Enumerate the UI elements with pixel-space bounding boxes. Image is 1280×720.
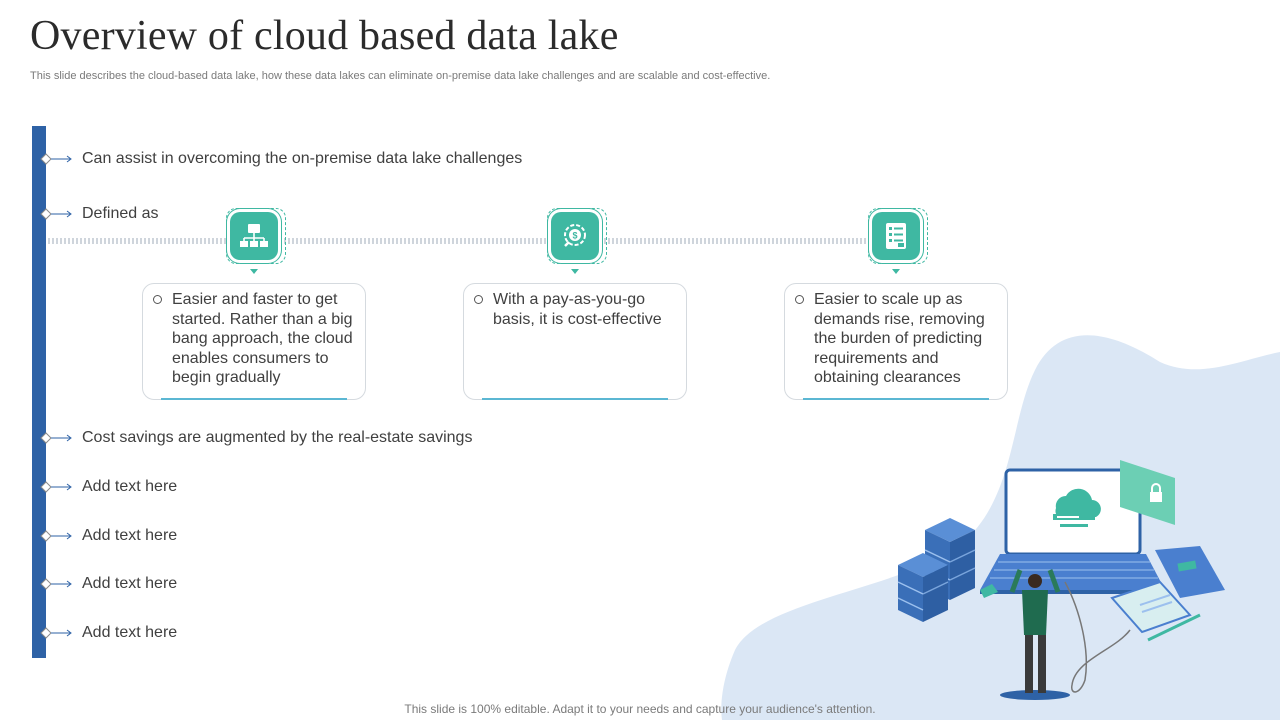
page-subtitle: This slide describes the cloud-based dat… <box>30 70 771 82</box>
diamond-arrow-icon <box>40 578 72 590</box>
lock-icon <box>1120 460 1175 525</box>
feature-card-text: Easier to scale up as demands rise, remo… <box>814 291 985 386</box>
document-icon <box>1110 580 1201 642</box>
bullet-text: Defined as <box>82 205 159 222</box>
vertical-accent-bar <box>32 126 46 658</box>
feature-card-text: With a pay-as-you-go basis, it is cost-e… <box>493 291 662 328</box>
feature-card-text: Easier and faster to get started. Rather… <box>172 291 353 386</box>
feature-card: Easier and faster to get started. Rather… <box>142 283 366 400</box>
bullet-text: Add text here <box>82 624 178 641</box>
page-title: Overview of cloud based data lake <box>30 13 619 59</box>
bullet-text: Cost savings are augmented by the real-e… <box>82 429 473 446</box>
card-underline <box>482 398 668 400</box>
chevron-down-icon <box>892 269 900 274</box>
diamond-arrow-icon <box>40 153 72 165</box>
diamond-arrow-icon <box>40 530 72 542</box>
card-underline <box>161 398 347 400</box>
network-icon <box>240 224 268 247</box>
diamond-arrow-icon <box>40 481 72 493</box>
server-stack-icon <box>897 518 976 622</box>
feature-card: With a pay-as-you-go basis, it is cost-e… <box>463 283 687 400</box>
bullet-circle-icon <box>474 295 483 304</box>
chevron-down-icon <box>571 269 579 274</box>
bullet-text: Add text here <box>82 575 178 592</box>
cloud-laptop-illustration <box>897 460 1225 700</box>
money-gear-icon: $ <box>564 224 586 247</box>
svg-text:$: $ <box>572 231 577 241</box>
bullet-circle-icon <box>795 295 804 304</box>
feature-icon-box: $ <box>547 208 607 264</box>
bullet-text: Add text here <box>82 527 178 544</box>
diamond-arrow-icon <box>40 208 72 220</box>
footer-note: This slide is 100% editable. Adapt it to… <box>404 702 876 716</box>
feature-card: Easier to scale up as demands rise, remo… <box>784 283 1008 400</box>
checklist-icon <box>886 223 906 249</box>
diamond-arrow-icon <box>40 432 72 444</box>
bullet-text: Add text here <box>82 478 178 495</box>
feature-icon-box <box>226 208 286 264</box>
diamond-arrow-icon <box>40 627 72 639</box>
bullet-text: Can assist in overcoming the on-premise … <box>82 150 523 167</box>
card-underline <box>803 398 989 400</box>
bullet-circle-icon <box>153 295 162 304</box>
tablet-icon <box>1155 546 1225 598</box>
laptop-icon <box>980 468 1165 594</box>
dotted-connector-line <box>48 238 918 244</box>
chevron-down-icon <box>250 269 258 274</box>
feature-icon-box <box>868 208 928 264</box>
person-icon <box>980 569 1070 700</box>
